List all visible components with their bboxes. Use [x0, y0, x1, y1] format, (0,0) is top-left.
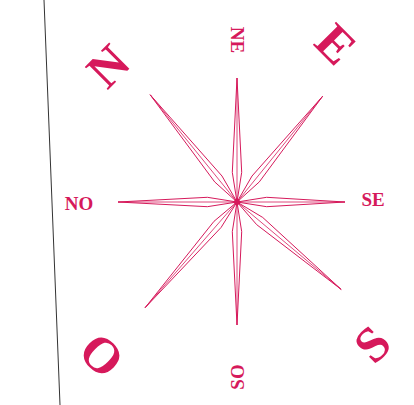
star-point	[145, 202, 237, 308]
compass-label: S	[344, 316, 399, 371]
star-midline	[237, 96, 323, 202]
star-midline	[237, 202, 345, 203]
compass-label: SO	[228, 364, 247, 389]
star-point	[232, 202, 241, 325]
center-dot	[234, 199, 240, 205]
compass-label: O	[71, 324, 134, 387]
compass-label: NE	[228, 27, 247, 53]
compass-label: SE	[361, 190, 384, 209]
star-point	[118, 197, 237, 206]
star-midline	[237, 202, 238, 325]
star-point	[237, 202, 341, 289]
star-point	[237, 197, 345, 206]
star-midline	[118, 202, 237, 203]
compass-label: N	[78, 36, 139, 97]
star-midline	[237, 202, 341, 289]
star-point	[237, 96, 323, 202]
compass-star	[118, 78, 345, 325]
star-point	[232, 78, 241, 202]
star-point	[150, 95, 237, 202]
star-midline	[237, 78, 238, 202]
star-midline	[145, 202, 237, 308]
star-midline	[150, 95, 237, 202]
border-line	[44, 0, 60, 405]
compass-label: E	[307, 15, 366, 74]
compass-label: NO	[65, 194, 94, 213]
